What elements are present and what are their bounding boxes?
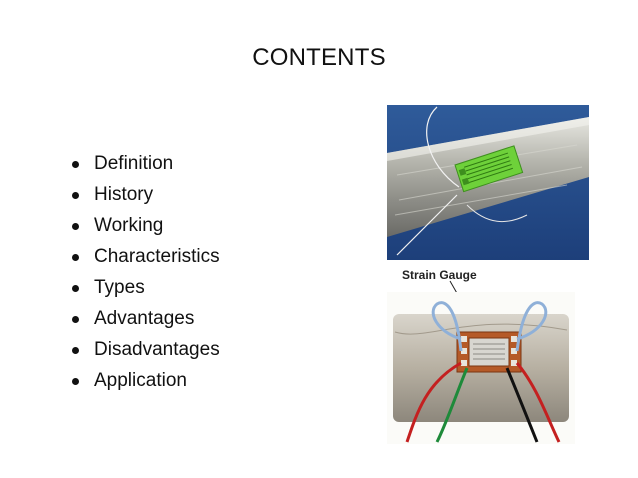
- slide-title: CONTENTS: [252, 44, 386, 71]
- strain-gauge-photo-top: [387, 105, 589, 260]
- list-item-label: History: [94, 184, 154, 205]
- contents-list: Definition History Working Characteristi…: [70, 150, 220, 398]
- bullet-icon: [72, 192, 79, 199]
- list-item: Working: [70, 212, 220, 243]
- list-item-label: Definition: [94, 153, 174, 174]
- bullet-icon: [72, 347, 79, 354]
- list-item: Disadvantages: [70, 336, 220, 367]
- bullet-icon: [72, 316, 79, 323]
- bullet-icon: [72, 378, 79, 385]
- bullet-icon: [72, 161, 79, 168]
- list-item: Types: [70, 274, 220, 305]
- bullet-icon: [72, 254, 79, 261]
- strain-gauge-photo-bottom: [387, 292, 575, 444]
- list-item: Advantages: [70, 305, 220, 336]
- list-item: Characteristics: [70, 243, 220, 274]
- list-item-label: Types: [94, 277, 145, 298]
- image-caption: Strain Gauge: [402, 268, 477, 282]
- list-item: History: [70, 181, 220, 212]
- list-item-label: Advantages: [94, 308, 195, 329]
- list-item: Application: [70, 367, 220, 398]
- list-item: Definition: [70, 150, 220, 181]
- list-item-label: Characteristics: [94, 246, 220, 267]
- bullet-icon: [72, 223, 79, 230]
- list-item-label: Application: [94, 370, 187, 391]
- bullet-icon: [72, 285, 79, 292]
- list-item-label: Disadvantages: [94, 339, 220, 360]
- list-item-label: Working: [94, 215, 164, 236]
